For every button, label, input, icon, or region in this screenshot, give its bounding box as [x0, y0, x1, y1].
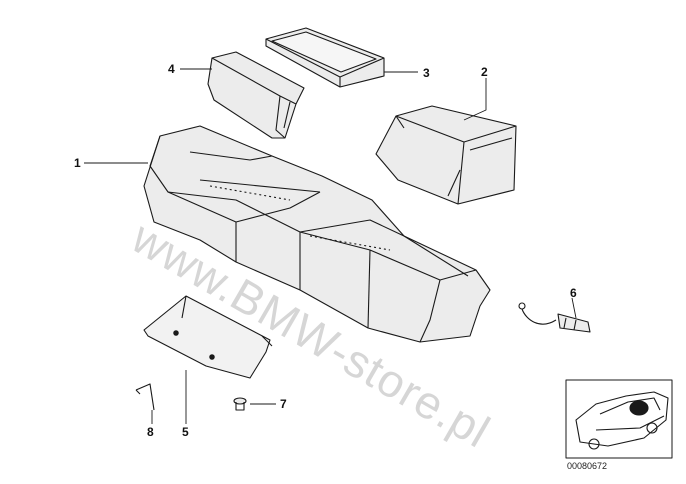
callout-2[interactable]: 2	[481, 65, 488, 79]
part-5-mat[interactable]	[143, 295, 273, 379]
callout-8[interactable]: 8	[147, 425, 154, 439]
callout-5[interactable]: 5	[182, 425, 189, 439]
part-3-pad[interactable]	[265, 27, 385, 88]
callout-7[interactable]: 7	[280, 397, 287, 411]
part-2-cushion[interactable]	[375, 105, 517, 205]
car-thumbnail	[565, 379, 673, 459]
part-8-hook[interactable]	[135, 383, 155, 411]
callout-leaders	[84, 68, 577, 424]
diagram-code: 00080672	[567, 461, 608, 471]
callout-1[interactable]: 1	[74, 156, 81, 170]
part-7-clip[interactable]	[233, 397, 247, 411]
callout-6[interactable]: 6	[570, 286, 577, 300]
part-1-seat[interactable]	[143, 125, 491, 343]
callout-4[interactable]: 4	[168, 62, 175, 76]
callout-3[interactable]: 3	[423, 66, 430, 80]
part-4-bolster[interactable]	[207, 51, 305, 139]
part-6-connector[interactable]	[518, 302, 591, 333]
